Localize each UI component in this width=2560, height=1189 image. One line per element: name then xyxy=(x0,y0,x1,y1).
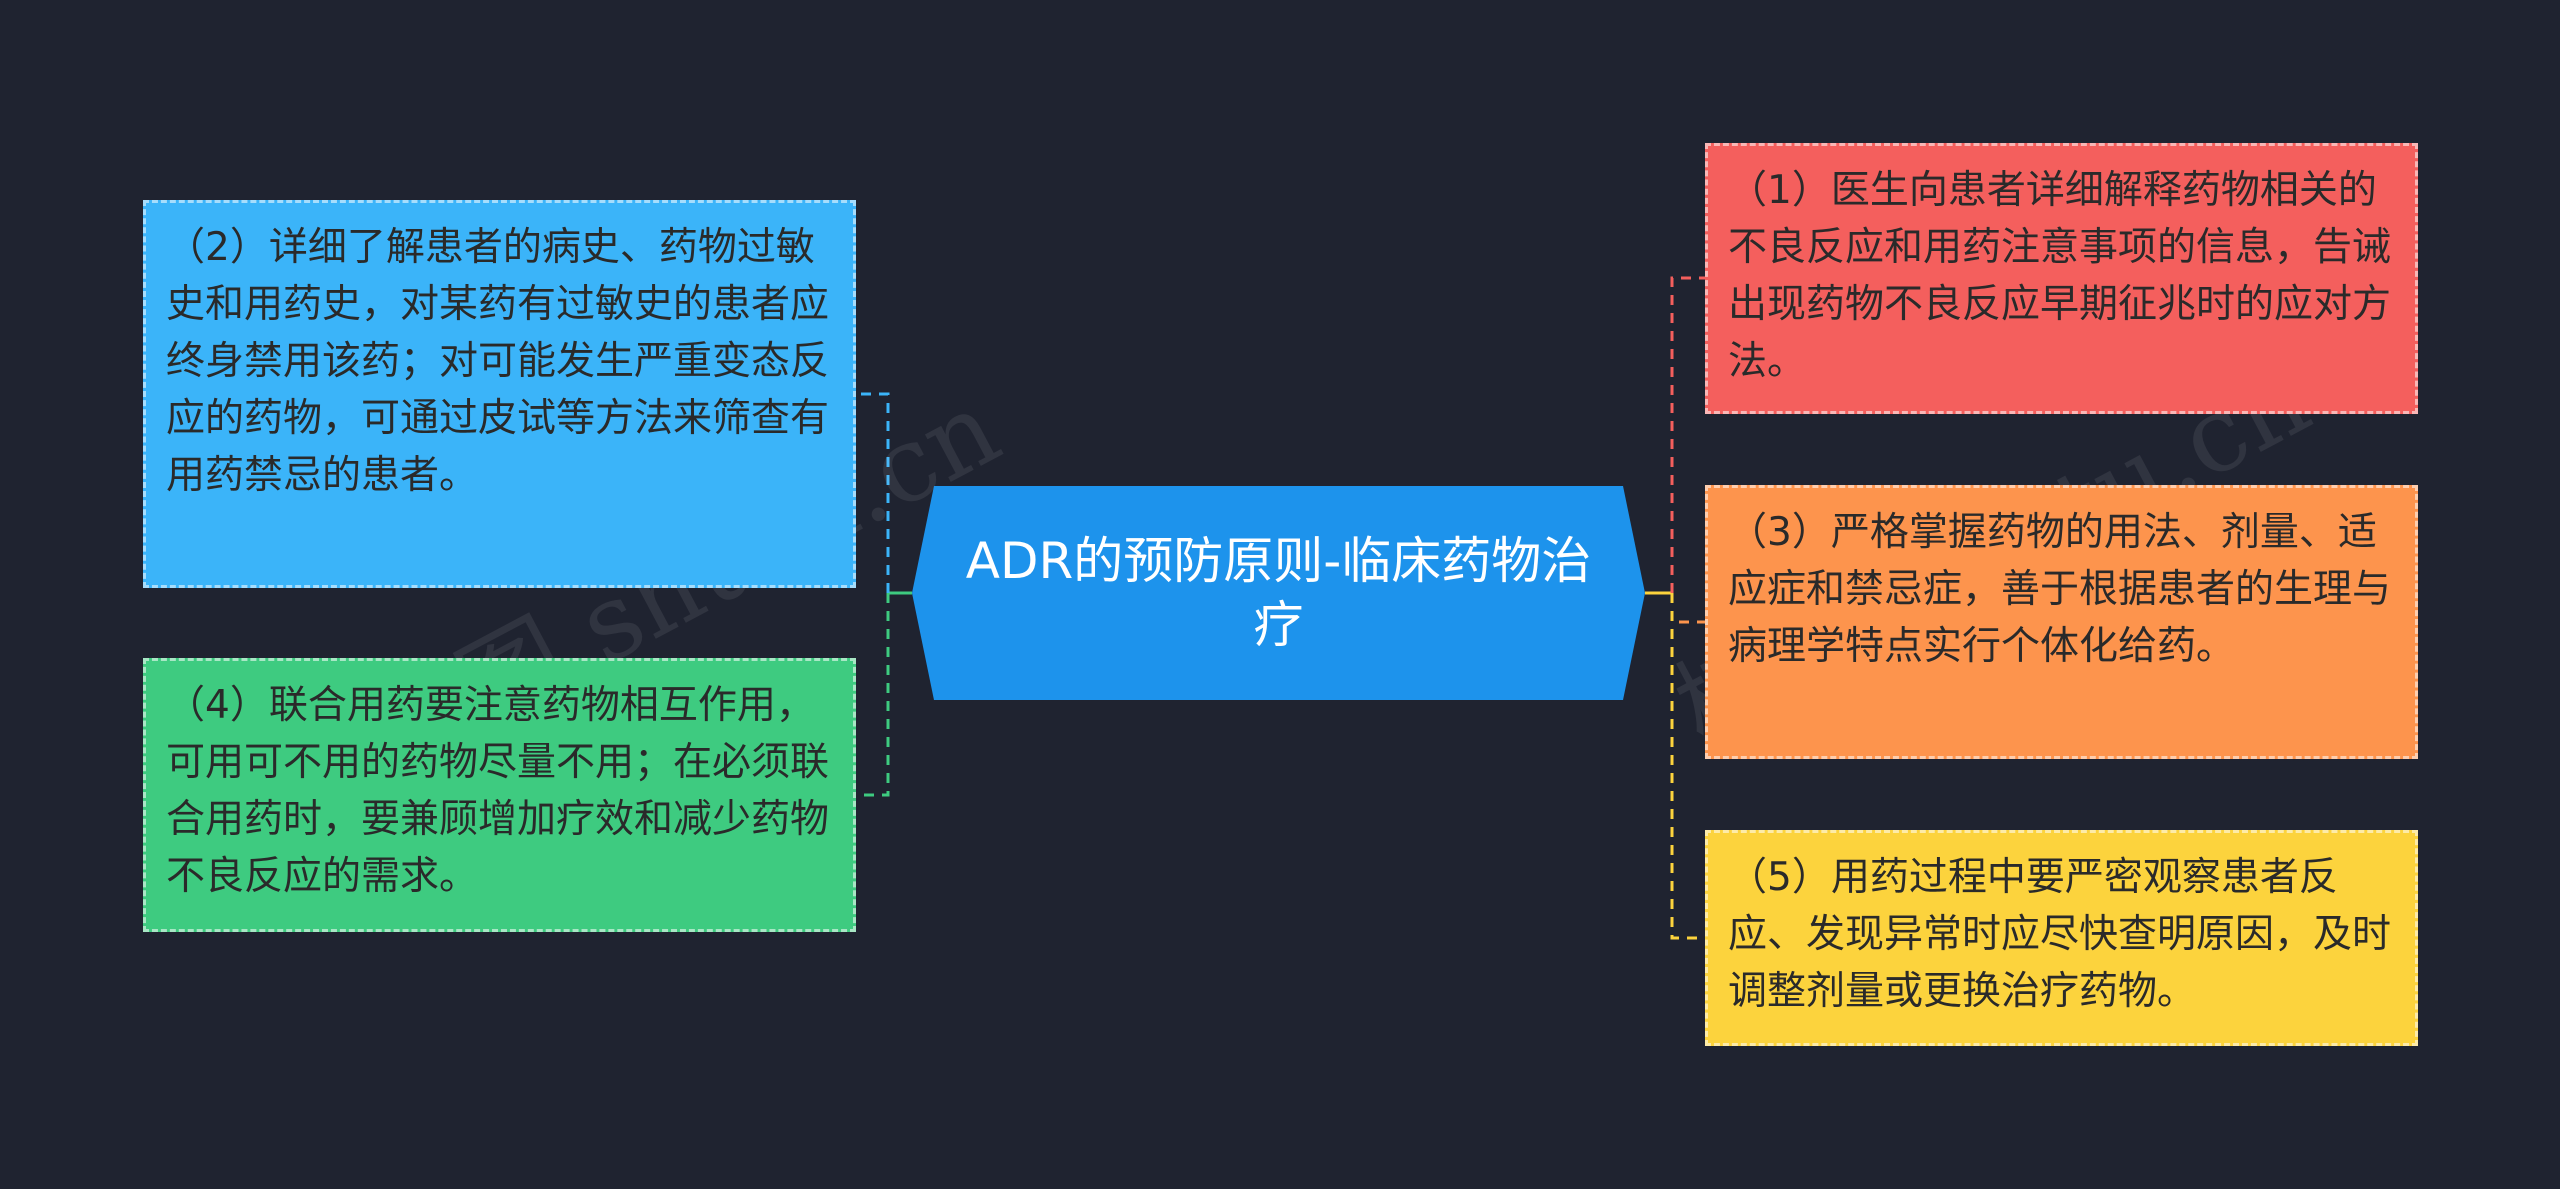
center-topic-node[interactable]: ADR的预防原则-临床药物治疗 xyxy=(912,486,1645,700)
topic-node-2[interactable]: （2）详细了解患者的病史、药物过敏史和用药史，对某药有过敏史的患者应终身禁用该药… xyxy=(143,200,856,588)
topic-node-3[interactable]: （3）严格掌握药物的用法、剂量、适应症和禁忌症，善于根据患者的生理与病理学特点实… xyxy=(1705,485,2418,759)
topic-node-1[interactable]: （1）医生向患者详细解释药物相关的不良反应和用药注意事项的信息，告诫出现药物不良… xyxy=(1705,143,2418,414)
connector-node-4 xyxy=(856,593,890,797)
connector-node-2 xyxy=(856,392,890,593)
connector-node-3 xyxy=(1670,593,1705,624)
connector-node-5 xyxy=(1670,593,1705,940)
topic-node-5[interactable]: （5）用药过程中要严密观察患者反应、发现异常时应尽快查明原因，及时调整剂量或更换… xyxy=(1705,830,2418,1046)
center-topic-title: ADR的预防原则-临床药物治疗 xyxy=(965,532,1592,654)
topic-node-4[interactable]: （4）联合用药要注意药物相互作用，可用可不用的药物尽量不用；在必须联合用药时，要… xyxy=(143,658,856,932)
connector-node-1 xyxy=(1670,276,1705,593)
